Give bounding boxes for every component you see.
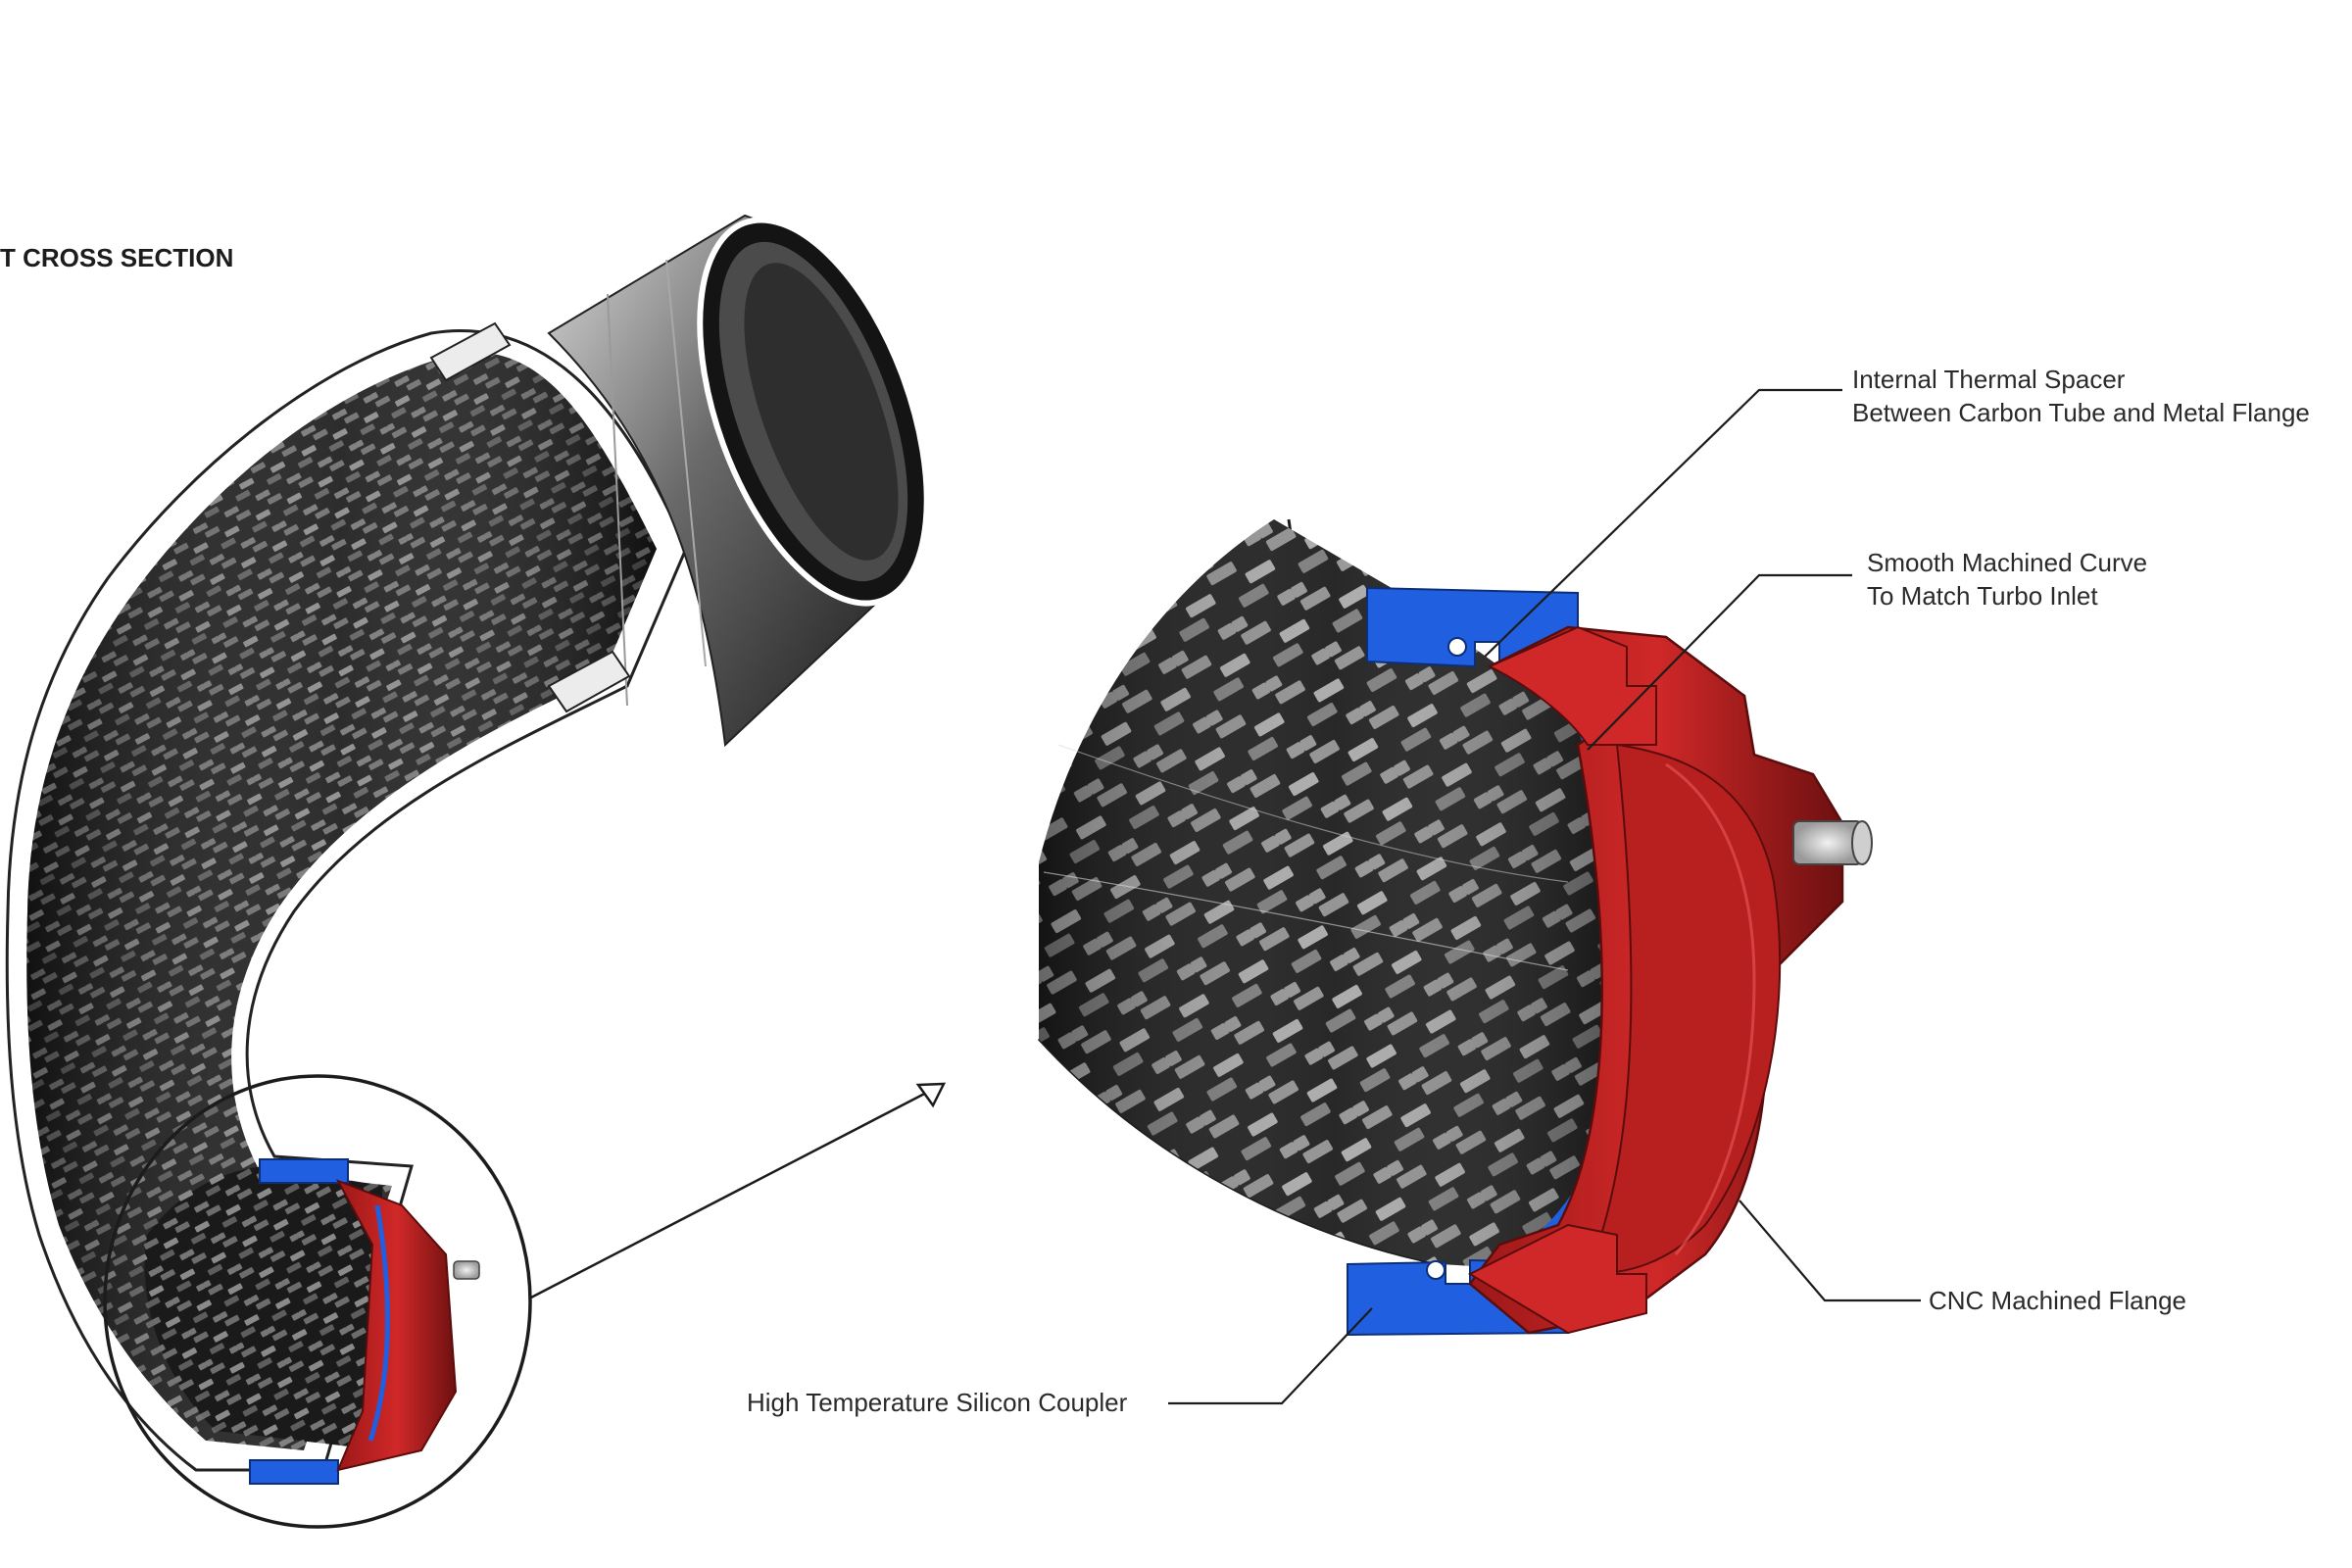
leader-lines [1168, 388, 1921, 1405]
zoomed-section [1037, 518, 1873, 1337]
leader-cnc-flange [1739, 1200, 1921, 1302]
callout-machined-curve-line1: Smooth Machined Curve [1867, 548, 2148, 577]
full-intake-tube [5, 214, 930, 1529]
small-outlet-carbon [144, 1166, 382, 1450]
clamp-band-bottom [547, 650, 631, 713]
callout-thermal-spacer-line1: Internal Thermal Spacer [1852, 365, 2126, 394]
callout-silicon-coupler: High Temperature Silicon Coupler [747, 1388, 1128, 1417]
small-coupler-bottom [249, 1459, 339, 1485]
leader-silicon-coupler [1168, 1307, 1373, 1405]
magnify-circle [103, 1074, 532, 1529]
callout-cnc-flange: CNC Machined Flange [1929, 1286, 2187, 1315]
zoom-arrow [528, 1082, 947, 1300]
flange-top-step [1487, 625, 1657, 746]
callout-machined-curve-line2: To Match Turbo Inlet [1867, 581, 2098, 611]
small-pin [453, 1260, 480, 1280]
small-coupler-top [259, 1158, 349, 1184]
leader-machined-curve [1587, 573, 1852, 751]
flange-bottom-step [1467, 1223, 1647, 1335]
section-title: T CROSS SECTION [0, 243, 234, 272]
small-flange [335, 1179, 458, 1472]
leader-thermal-spacer [1484, 388, 1842, 658]
callout-thermal-spacer-line2: Between Carbon Tube and Metal Flange [1852, 398, 2310, 427]
clamp-band-top [429, 321, 512, 382]
